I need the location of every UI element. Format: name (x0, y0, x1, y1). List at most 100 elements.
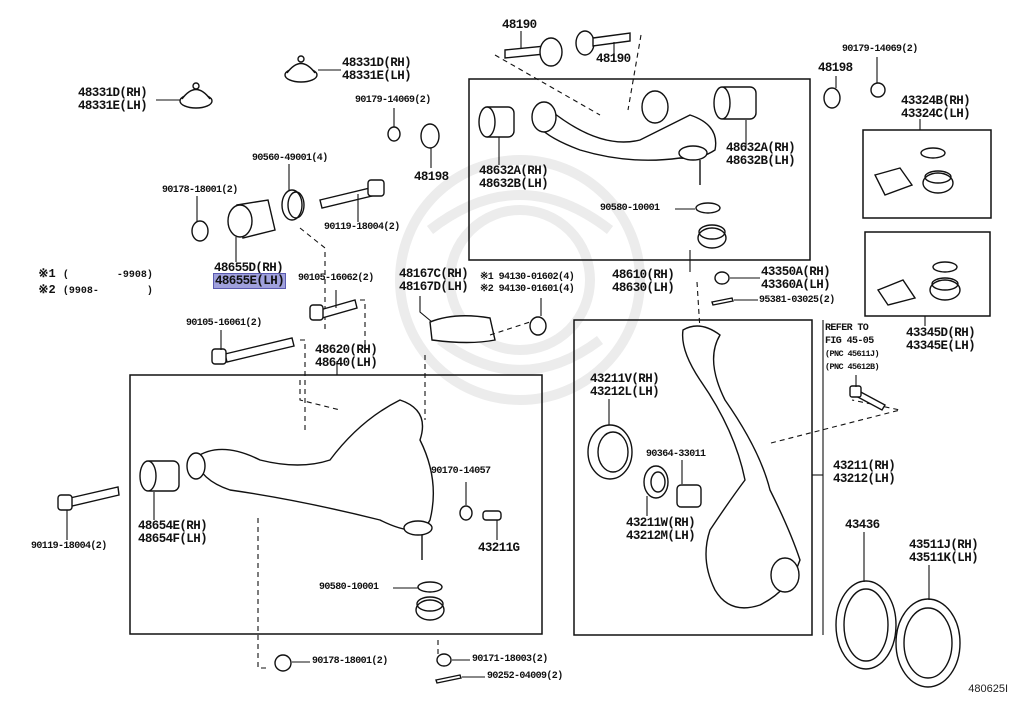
part-number: 48331E(LH) (78, 99, 148, 113)
callout-48198-right[interactable]: 48198 (818, 61, 853, 75)
part-number: 43511J(RH) (909, 538, 979, 552)
part-number: 48640(LH) (315, 356, 378, 370)
callout-43436[interactable]: 43436 (845, 518, 880, 532)
nut-90178-bottom (274, 654, 292, 672)
part-number: 48167D(LH) (399, 280, 469, 294)
callout-43345[interactable]: 43345D(RH) 43345E(LH) (906, 326, 976, 353)
callout-90178-bottom[interactable]: 90178-18001(2) (312, 656, 388, 667)
steering-knuckle (681, 325, 801, 609)
callout-48198-left[interactable]: 48198 (414, 170, 449, 184)
part-number: 48331E(LH) (342, 69, 412, 83)
callout-48655[interactable]: 48655D(RH) 48655E(LH) (212, 262, 287, 289)
bolt-43211G (482, 510, 502, 521)
bolt-90105-16061 (211, 337, 295, 365)
callout-48620[interactable]: 48620(RH) 48640(LH) (315, 344, 378, 370)
nut-90178-top (191, 220, 209, 242)
callout-90178-top[interactable]: 90178-18001(2) (162, 185, 238, 196)
callout-90170[interactable]: 90170-14057 (431, 466, 491, 477)
callout-48190-b[interactable]: 48190 (596, 52, 631, 66)
lower-arm (186, 399, 434, 560)
part-number: 43324C(LH) (901, 107, 971, 121)
cam-bolt-48190-b (575, 30, 631, 56)
bolt-refer-fig (849, 385, 886, 411)
part-number: 48632A(RH) (479, 164, 549, 178)
upper-arm (531, 90, 717, 185)
part-number: 48630(LH) (612, 281, 675, 295)
callout-48331-left[interactable]: 48331D(RH) 48331E(LH) (78, 86, 148, 113)
callout-48190-a[interactable]: 48190 (502, 18, 537, 32)
callout-90105-16061[interactable]: 90105-16061(2) (186, 318, 262, 329)
lower-arm-box (129, 374, 543, 635)
nut-90171 (436, 653, 452, 667)
cotter-pin-95381 (711, 297, 734, 306)
part-number: 48632B(LH) (726, 154, 796, 168)
part-number: 43211W(RH) (626, 516, 696, 530)
figure-id: 480625I (968, 683, 1008, 695)
part-number: 43345D(RH) (906, 326, 976, 340)
callout-48632-right[interactable]: 48632A(RH) 48632B(LH) (726, 142, 796, 168)
callout-90119-top[interactable]: 90119-18004(2) (324, 222, 400, 233)
part-number: 43212L(LH) (590, 385, 660, 399)
part-number: 43511K(LH) (909, 551, 979, 565)
nut-90179-left (387, 126, 401, 142)
callout-48632-left[interactable]: 48632A(RH) 48632B(LH) (479, 164, 549, 191)
refer-pnc-2: (PNC 45612B) (825, 362, 880, 372)
part-number: 48654E(RH) (138, 519, 208, 533)
callout-43211V[interactable]: 43211V(RH) 43212L(LH) (590, 373, 660, 399)
oil-seal-43211V (587, 424, 633, 480)
callout-48654[interactable]: 48654E(RH) 48654F(LH) (138, 519, 208, 546)
callout-94130[interactable]: ※1 94130-01602(4) ※2 94130-01601(4) (480, 272, 575, 296)
callout-43324[interactable]: 43324B(RH) 43324C(LH) (901, 95, 971, 121)
callout-90252[interactable]: 90252-04009(2) (487, 671, 563, 682)
callout-48167[interactable]: 48167C(RH) 48167D(LH) (399, 268, 469, 294)
bushing-48632-right (713, 86, 757, 120)
spacer-43211W (643, 465, 669, 499)
callout-43511[interactable]: 43511J(RH) 43511K(LH) (909, 538, 979, 565)
part-number: 48331D(RH) (78, 86, 148, 100)
nut-43350 (714, 271, 730, 285)
needle-bearing-90364 (676, 484, 702, 508)
refer-to-figure-link[interactable]: REFER TO FIG 45-05 (PNC 45611J) (PNC 456… (825, 322, 880, 374)
callout-90119-bottom[interactable]: 90119-18004(2) (31, 541, 107, 552)
note-2-mark: ※2 (38, 283, 56, 297)
boot-kit-upper-contents (873, 147, 954, 196)
note-1-range: ( -9908) (62, 270, 153, 281)
highlighted-part-number[interactable]: 48655E(LH) (212, 273, 287, 289)
callout-90364[interactable]: 90364-33011 (646, 449, 706, 460)
callout-90580-bottom[interactable]: 90580-10001 (319, 582, 379, 593)
oil-seal-43511 (895, 598, 961, 688)
part-number: 48654F(LH) (138, 532, 208, 546)
knuckle-box (573, 319, 813, 636)
callout-43211W[interactable]: 43211W(RH) 43212M(LH) (626, 516, 696, 543)
boot-kit-lower-contents (876, 261, 961, 306)
bolt-90119-bottom (57, 486, 120, 511)
washer-90560 (281, 189, 305, 221)
part-number: 43211(RH) (833, 459, 896, 473)
callout-90105-16062[interactable]: 90105-16062(2) (298, 273, 374, 284)
bushing-48632-left (478, 106, 515, 138)
callout-95381[interactable]: 95381-03025(2) (759, 295, 835, 306)
refer-pnc-1: (PNC 45611J) (825, 349, 880, 359)
nut-90170 (459, 505, 473, 521)
boot-kit-box-upper (862, 129, 992, 219)
upper-arm-box (468, 78, 811, 261)
note-1-mark: ※1 (38, 267, 56, 281)
cam-bolt-48190-a (504, 37, 563, 67)
ball-joint-cap-left (179, 82, 213, 109)
callout-90171[interactable]: 90171-18003(2) (472, 654, 548, 665)
callout-90580-top[interactable]: 90580-10001 (600, 203, 660, 214)
part-number: 43212(LH) (833, 472, 896, 486)
ball-joint-cap-top (284, 55, 318, 83)
snap-ring-90580-top (695, 202, 721, 214)
callout-90179-left[interactable]: 90179-14069(2) (355, 95, 431, 106)
callout-48610[interactable]: 48610(RH) 48630(LH) (612, 269, 675, 295)
callout-43350[interactable]: 43350A(RH) 43360A(LH) (761, 266, 831, 292)
callout-43211G[interactable]: 43211G (478, 541, 520, 555)
bushing-48654 (139, 460, 180, 492)
callout-90179-right[interactable]: 90179-14069(2) (842, 44, 918, 55)
dust-boot-bottom (415, 596, 445, 621)
callout-48331-top[interactable]: 48331D(RH) 48331E(LH) (342, 57, 412, 83)
callout-90560[interactable]: 90560-49001(4) (252, 153, 328, 164)
cam-plate-48198-right (823, 87, 841, 109)
callout-43211[interactable]: 43211(RH) 43212(LH) (833, 459, 896, 486)
